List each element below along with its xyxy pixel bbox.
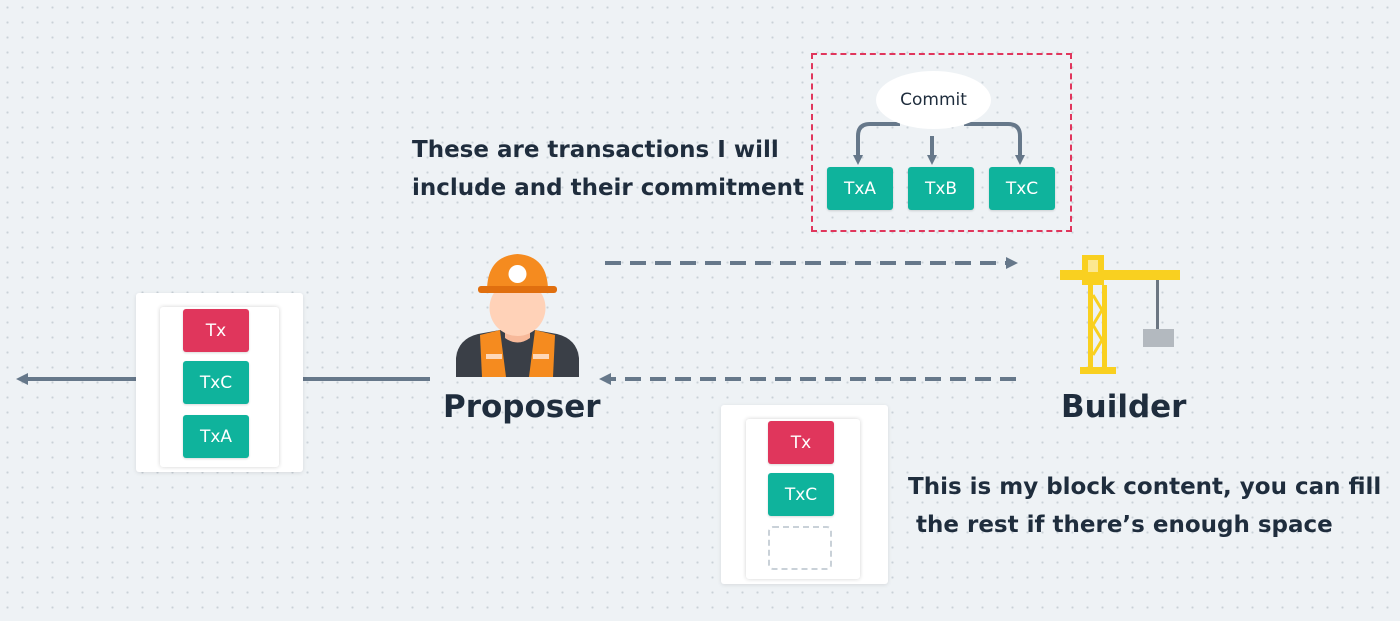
builder-block-txc: TxC [768,473,834,516]
tower-crane-icon [1060,255,1182,375]
commit-txb: TxB [908,167,974,210]
empty-slot [768,526,832,570]
commit-txa: TxA [827,167,893,210]
block-content-note: This is my block content, you can fill t… [908,468,1381,544]
builder-block-tx: Tx [768,421,834,464]
chain-block-txa: TxA [183,415,249,458]
chain-block-tx: Tx [183,309,249,352]
builder-block-card: Tx TxC [721,405,888,584]
construction-worker-icon [450,246,585,379]
builder-label: Builder [1061,389,1186,425]
chain-block-card: Tx TxC TxA [136,293,303,472]
proposer-label: Proposer [443,389,601,425]
commitment-note: These are transactions I will include an… [412,131,804,207]
chain-block-txc: TxC [183,361,249,404]
commit-node: Commit [876,71,991,129]
commit-txc: TxC [989,167,1055,210]
